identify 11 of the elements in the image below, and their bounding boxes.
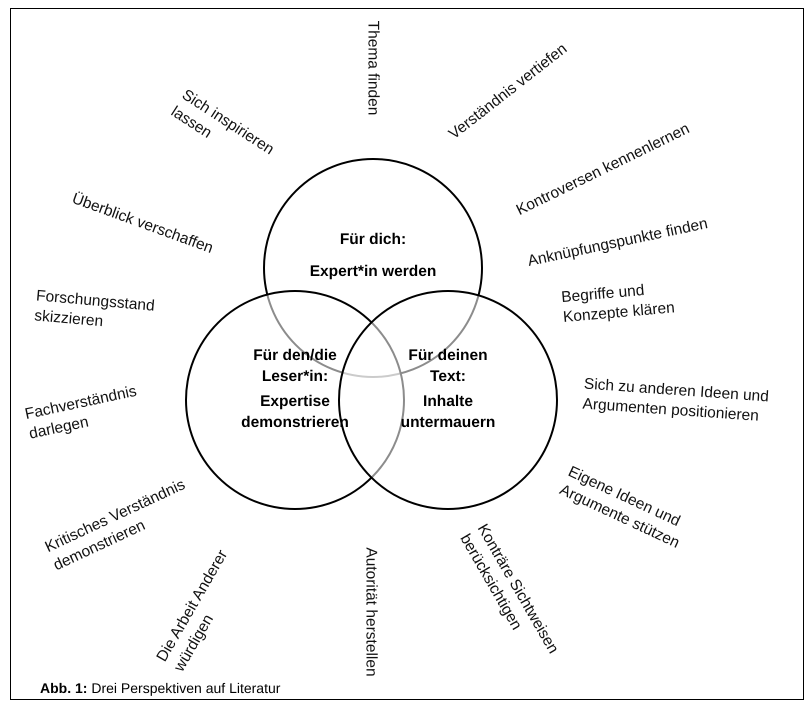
circle-text: Expert*in werden (310, 262, 436, 282)
circle-heading: Für deinen Text: (407, 346, 489, 387)
radial-label: Thema finden (362, 20, 382, 116)
radial-label: Sich zu anderen Ideen und Argumenten positionieren (581, 374, 770, 427)
radial-label: Forschungsstand skizzieren (34, 286, 156, 332)
radial-label: Autorität herstellen (361, 547, 380, 677)
circle-text: Inhalte untermauern (400, 392, 496, 433)
figure-caption: Abb. 1: Drei Perspektiven auf Literatur (40, 680, 280, 696)
circle-heading: Für dich: (340, 230, 406, 250)
radial-label: Begriffe und Konzepte klären (560, 280, 676, 328)
circle-heading: Für den/die Leser*in: (252, 346, 338, 387)
